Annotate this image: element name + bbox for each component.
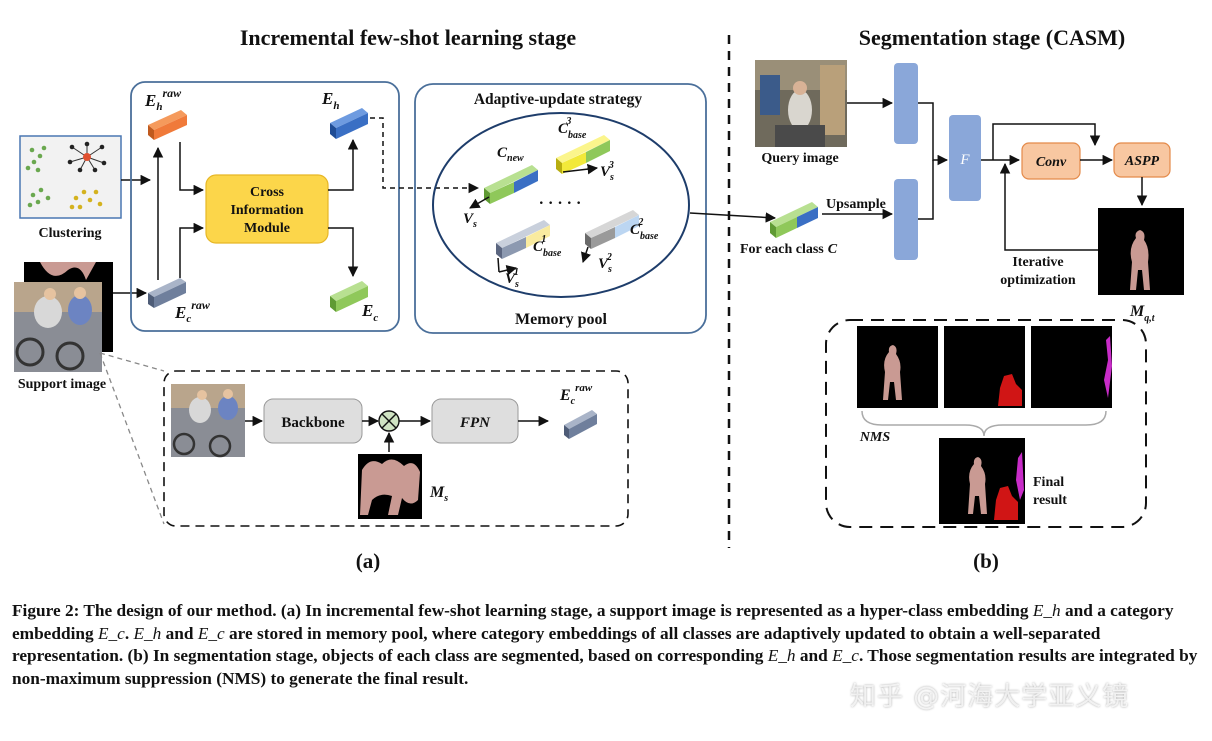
fused-feature-block xyxy=(949,115,981,201)
iterative-line-2: optimization xyxy=(1000,273,1076,288)
eh-raw-embedding xyxy=(148,110,187,140)
iterative-line-1: Iterative xyxy=(1012,255,1063,270)
conv-block xyxy=(1021,142,1081,180)
vs2-label: Vs2 xyxy=(598,252,612,275)
c-base1-embedding xyxy=(496,220,550,259)
support-image-label: Support image xyxy=(18,377,106,392)
upsample-label: Upsample xyxy=(826,197,886,212)
nms-brace xyxy=(861,410,1107,437)
support-image-small xyxy=(171,384,245,458)
c-base1-label: Cbase1 xyxy=(533,234,562,259)
method-diagram: Incremental few-shot learning stage Segm… xyxy=(14,25,1184,573)
ellipsis: · · · · · xyxy=(539,195,582,212)
clustering-label: Clustering xyxy=(39,226,102,241)
ms-label: Ms xyxy=(429,484,448,504)
f-label: F xyxy=(959,152,970,168)
c-base2-label: Cbase2 xyxy=(630,217,659,242)
eh-embedding xyxy=(330,108,368,139)
right-heading: Segmentation stage (CASM) xyxy=(859,25,1125,50)
multiply-operator xyxy=(378,410,400,432)
ec-raw-embedding xyxy=(148,278,186,308)
memory-pool-label: Memory pool xyxy=(515,311,608,328)
eh-raw-label: Ehraw xyxy=(144,86,182,113)
eh-label: Eh xyxy=(321,89,339,112)
support-image xyxy=(14,262,113,372)
c-new-label: Cnew xyxy=(497,145,524,164)
cim-line-1: Cross xyxy=(250,185,285,200)
query-image xyxy=(755,60,847,147)
vs-label: Vs xyxy=(463,211,477,230)
mqt-label: Mq,t xyxy=(1129,303,1156,324)
nms-mask-2 xyxy=(944,326,1025,408)
nms-mask-1 xyxy=(857,326,938,408)
watermark: 知乎 @河海大学亚义镜 xyxy=(850,682,1130,712)
memory-pool-box xyxy=(414,83,707,334)
cross-information-module xyxy=(205,174,329,244)
c-base3-embedding xyxy=(556,135,610,174)
nms-label: NMS xyxy=(859,430,891,445)
c-base3-label: Cbase3 xyxy=(558,116,587,141)
c-new-embedding xyxy=(484,165,538,204)
cim-line-3: Module xyxy=(244,221,290,236)
ec-raw-label: Ecraw xyxy=(174,298,211,325)
query-image-label: Query image xyxy=(761,151,838,166)
class-feature-block xyxy=(894,179,918,260)
adaptive-update-label: Adaptive-update strategy xyxy=(474,91,643,108)
c-base2-embedding xyxy=(585,210,639,249)
panel-a-label: (a) xyxy=(356,549,381,573)
query-mask-output xyxy=(1098,208,1184,295)
ec-embedding xyxy=(330,281,368,312)
final-line-2: result xyxy=(1033,493,1067,508)
nms-mask-3 xyxy=(1031,326,1112,408)
final-line-1: Final xyxy=(1033,475,1064,490)
memory-pool-ellipse xyxy=(432,112,690,298)
feature-extraction-box xyxy=(163,370,629,527)
ec-raw-output-label: Ecraw xyxy=(559,382,593,407)
left-heading: Incremental few-shot learning stage xyxy=(240,25,576,50)
vs3-label: Vs3 xyxy=(600,160,614,183)
final-result-mask xyxy=(939,438,1025,524)
ec-raw-output-embedding xyxy=(564,410,597,439)
fpn-label: FPN xyxy=(459,415,491,431)
ec-label: Ec xyxy=(361,301,378,324)
clustering-panel xyxy=(19,135,122,219)
aspp-label: ASPP xyxy=(1124,154,1160,169)
backbone-label: Backbone xyxy=(281,415,345,431)
nms-box xyxy=(825,319,1147,528)
figure-caption: Figure 2: The design of our method. (a) … xyxy=(12,601,1198,688)
cim-line-2: Information xyxy=(230,203,303,218)
support-mask xyxy=(358,454,422,519)
panel-b-label: (b) xyxy=(973,549,999,573)
conv-label: Conv xyxy=(1036,155,1067,170)
embedding-box xyxy=(130,81,400,332)
query-feature-block xyxy=(894,63,918,144)
vs1-label: Vs1 xyxy=(505,267,519,290)
class-embedding xyxy=(770,202,818,238)
